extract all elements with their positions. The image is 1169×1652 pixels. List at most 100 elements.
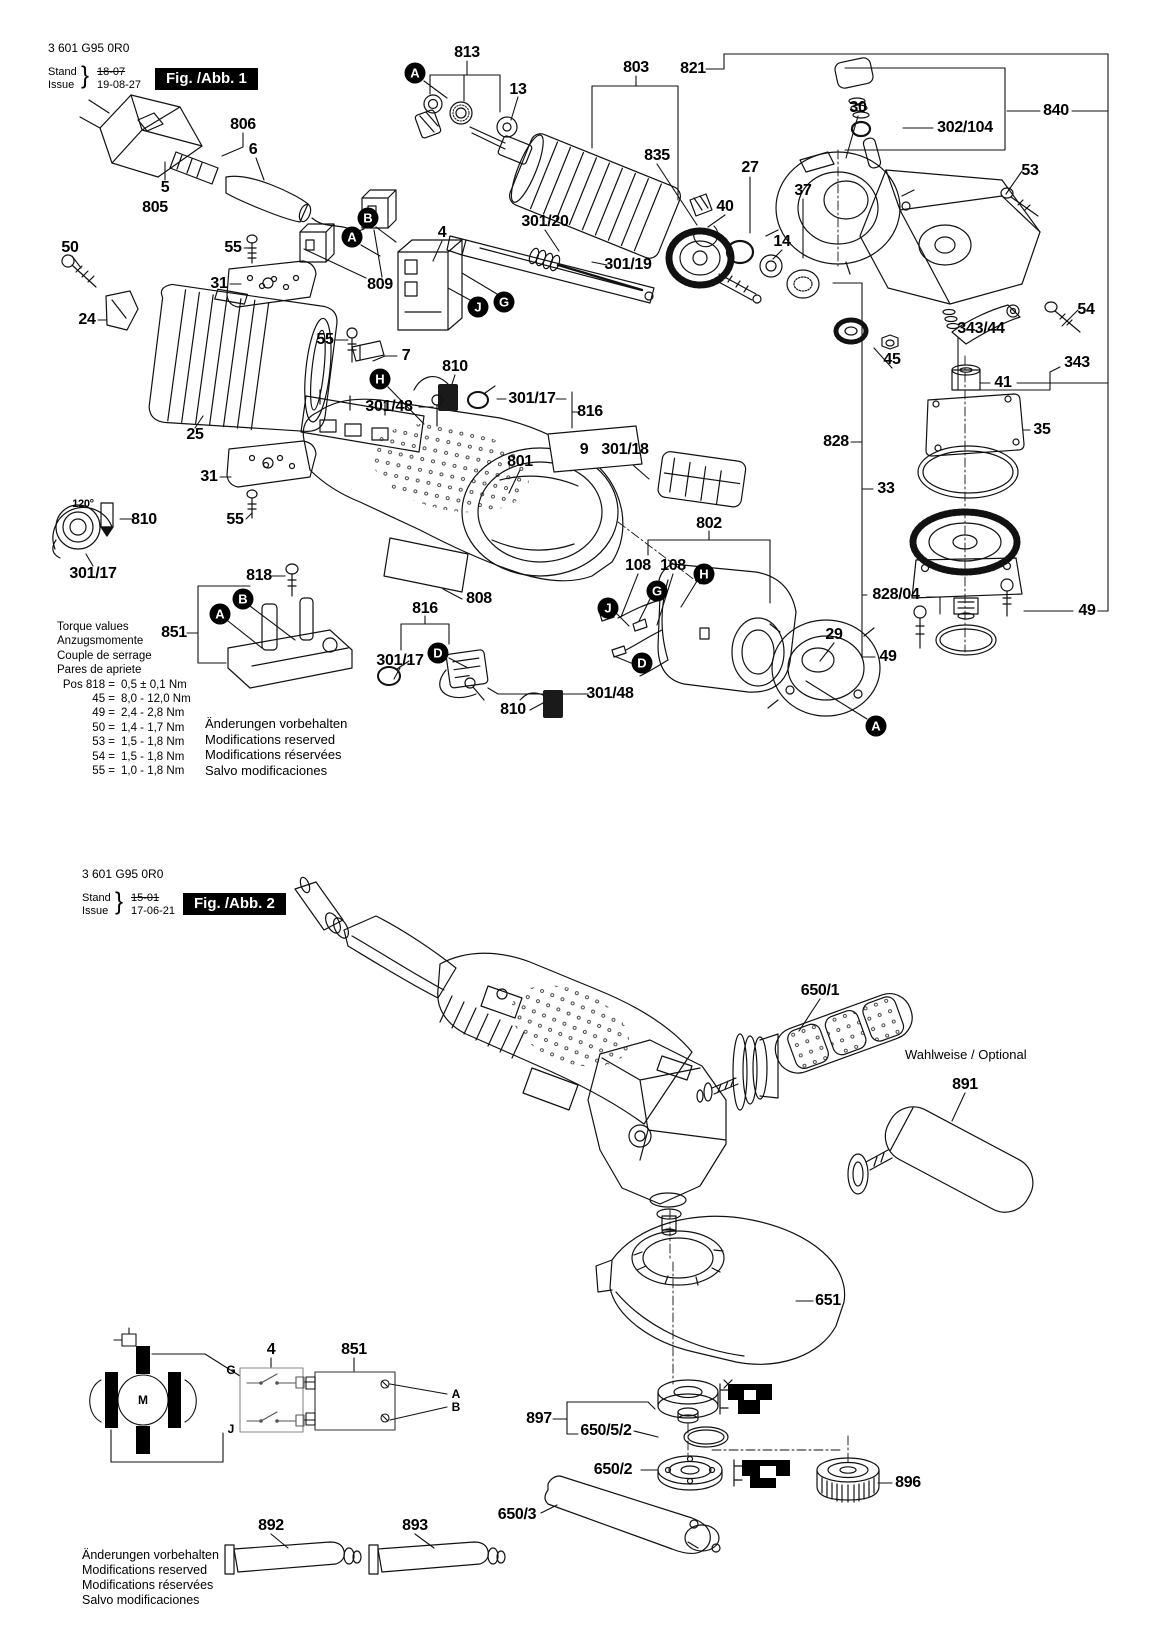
circle-marker-D: D [427, 642, 449, 664]
part-label-818: 818 [246, 567, 272, 584]
part-label-816: 816 [577, 403, 603, 420]
part-label-4: 4 [437, 224, 447, 241]
circle-marker-H: H [369, 368, 391, 390]
part-label-31: 31 [210, 275, 228, 292]
part-label-301-17: 301/17 [69, 565, 117, 582]
part-label-802: 802 [696, 515, 722, 532]
part-label-803: 803 [623, 59, 649, 76]
wiring-letter-G: G [226, 1363, 236, 1377]
part-label-651: 651 [815, 1292, 841, 1309]
ring-gear-drawing [909, 508, 1023, 656]
part-label-13: 13 [509, 81, 527, 98]
grinder-drawing [294, 876, 727, 1236]
fig1-stand-label: Stand [48, 66, 77, 78]
part-label-821: 821 [680, 60, 706, 77]
torque-row: 50 =1,4 - 1,7 Nm [57, 721, 191, 735]
torque-title-line: Couple de serrage [57, 649, 152, 662]
part-label-40: 40 [716, 198, 734, 215]
guard-drawing [595, 1215, 846, 1365]
armature-drawing [414, 94, 762, 304]
circle-marker-D: D [631, 652, 653, 674]
part-label-809: 809 [367, 276, 393, 293]
part-label-55: 55 [316, 331, 334, 348]
torque-pos: Pos 818 = [62, 678, 115, 691]
circle-marker-A: A [209, 603, 231, 625]
part-label-37: 37 [794, 182, 812, 199]
torque-value: 0,5 ± 0,1 Nm [121, 678, 187, 691]
housing-shell-drawing [300, 389, 747, 593]
part-label-55: 55 [226, 511, 244, 528]
fig1-issue-label: Issue [48, 79, 75, 91]
part-label-892: 892 [258, 1517, 284, 1534]
torque-pos: 55 = [92, 765, 115, 778]
part-label-650-5-2: 650/5/2 [580, 1422, 632, 1439]
switch-drawing [397, 239, 463, 331]
part-label-343: 343 [1064, 354, 1090, 371]
part-label-806: 806 [230, 116, 256, 133]
note-line: Modifications réservées [82, 1578, 214, 1592]
part-label-120-: 120° [72, 498, 94, 510]
torque-value: 1,0 - 1,8 Nm [121, 765, 185, 778]
part-label-30: 30 [849, 99, 867, 116]
circle-marker-B: B [232, 588, 254, 610]
note-line: Salvo modificaciones [82, 1593, 200, 1607]
part-label-25: 25 [186, 426, 204, 443]
part-label-343-44: 343/44 [957, 320, 1005, 337]
part-label-816: 816 [412, 600, 438, 617]
side-handle-drawing [696, 993, 913, 1111]
circle-marker-G: G [493, 291, 515, 313]
torque-row: 45 =8,0 - 12,0 Nm [57, 692, 190, 706]
part-label-27: 27 [741, 159, 759, 176]
part-label-4: 4 [266, 1341, 276, 1358]
torque-row: Pos 818 = 0,5 ± 0,1 Nm [57, 678, 191, 692]
torque-row: 53 =1,5 - 1,8 Nm [57, 735, 191, 749]
part-label-49: 49 [879, 648, 897, 665]
part-label-7: 7 [401, 347, 411, 364]
torque-value: 1,5 - 1,8 Nm [121, 750, 185, 763]
part-label-810: 810 [442, 358, 468, 375]
part-label-896: 896 [895, 1474, 921, 1491]
part-label-301-17: 301/17 [508, 390, 556, 407]
part-label-301-18: 301/18 [601, 441, 649, 458]
circle-marker-J: J [597, 597, 619, 619]
fig1-part-number: 3 601 G95 0R0 [48, 41, 130, 55]
part-label-891: 891 [952, 1076, 978, 1093]
part-label-650-1: 650/1 [800, 982, 840, 999]
brace-glyph: } [81, 61, 90, 90]
fig2-stand-value: 15-01 [131, 892, 160, 904]
fig2-issue-label: Issue [82, 905, 109, 917]
part-label-897: 897 [526, 1410, 552, 1427]
part-label-808: 808 [466, 590, 492, 607]
part-label-45: 45 [883, 351, 901, 368]
fig2-part-number: 3 601 G95 0R0 [82, 867, 164, 881]
torque-title-line: Torque values [57, 621, 129, 633]
fig2-title-box: Fig. /Abb. 2 [183, 893, 286, 915]
part-label-33: 33 [877, 480, 895, 497]
part-label-828-04: 828/04 [872, 586, 920, 603]
fig1-title-box: Fig. /Abb. 1 [155, 68, 258, 90]
note-line: Modifications reserved [205, 731, 336, 747]
part-label-53: 53 [1021, 162, 1039, 179]
torque-row: 49 =2,4 - 2,8 Nm [57, 706, 191, 720]
part-label-108: 108 [660, 557, 686, 574]
torque-title-line: Anzugsmomente [57, 635, 144, 648]
part-label-301-48: 301/48 [365, 398, 413, 415]
motor-housing-drawing [148, 283, 338, 433]
part-label-54: 54 [1077, 301, 1095, 318]
part-label-41: 41 [994, 374, 1012, 391]
part-label-813: 813 [454, 44, 480, 61]
note-line: Änderungen vorbehalten [82, 1548, 219, 1562]
note-line: Modifications reserved [82, 1563, 208, 1577]
part-label-5: 5 [160, 179, 170, 196]
clamping-nut-drawing [816, 1457, 880, 1503]
torque-pos: 50 = [92, 721, 115, 734]
part-label-50: 50 [61, 239, 79, 256]
part-label-835: 835 [644, 147, 670, 164]
wiring-letter-B: B [451, 1400, 461, 1414]
part-label-810: 810 [131, 511, 157, 528]
